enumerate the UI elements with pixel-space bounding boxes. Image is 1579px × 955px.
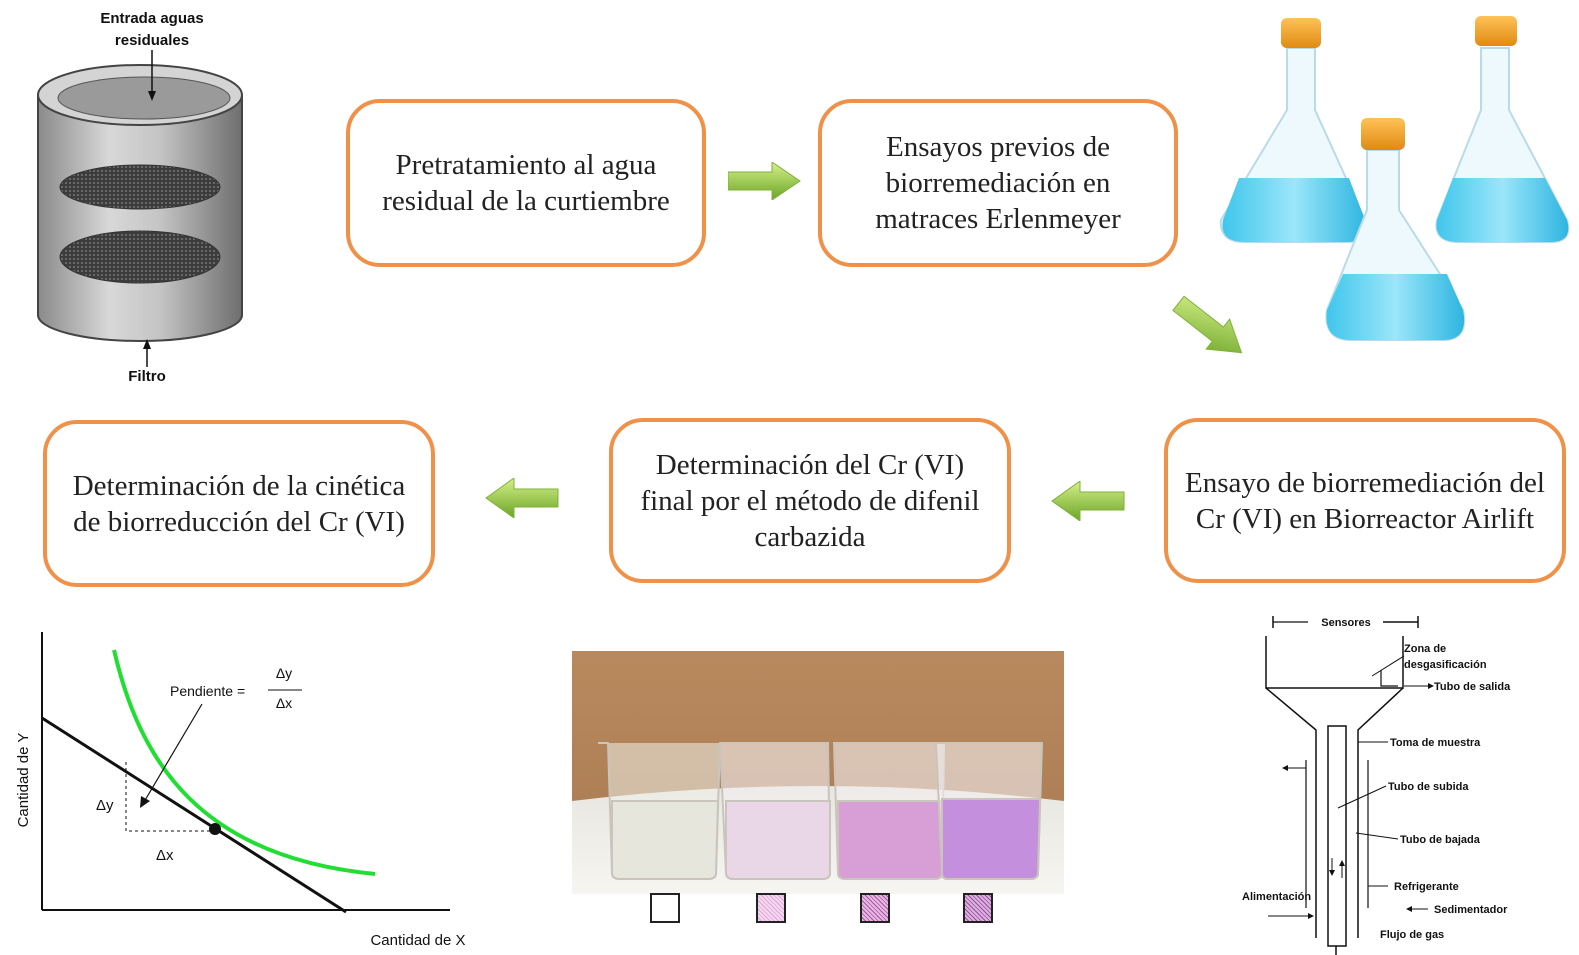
feed-label: Alimentación [1242,891,1311,903]
filter-tank-illustration: Entrada aguas residuales Filtro [37,10,243,385]
step-diphenylcarbazide-box: Determinación del Cr (VI) final por el m… [609,418,1011,583]
indifference-curve [112,649,376,876]
arrow-right-icon [728,162,801,200]
delta-x-label: Δx [156,847,174,864]
tangent-line [41,716,347,914]
filter-label: Filtro [128,368,166,385]
airlift-reactor-diagram: Sensores Tubo de salida Zona de desgasif… [1242,616,1511,955]
arrow-left-icon [1051,481,1125,521]
coolant-label: Refrigerante [1394,881,1459,893]
filter-inlet-label-1: Entrada aguas [100,10,203,27]
step-diphenylcarbazide-text: Determinación del Cr (VI) final por el m… [640,448,980,553]
color-swatch-3 [860,893,890,923]
zone-label-2: desgasificación [1404,659,1487,671]
color-swatch-4 [963,893,993,923]
sensors-label: Sensores [1321,617,1371,629]
delta-y-label: Δy [96,797,114,814]
step-kinetics-box: Determinación de la cinética de biorredu… [43,420,435,587]
slope-label: Pendiente = [170,683,245,699]
settler-label: Sedimentador [1434,904,1508,916]
arrow-diagonal-icon [1172,295,1243,354]
step-erlenmeyer-box: Ensayos previos de biorremediación en ma… [818,99,1178,267]
sample-label: Toma de muestra [1390,737,1481,749]
step-pretreatment-box: Pretratamiento al agua residual de la cu… [346,99,706,267]
color-swatch-1 [650,893,680,923]
step-kinetics-text: Determinación de la cinética de biorredu… [72,469,406,538]
y-axis-label: Cantidad de Y [15,733,32,828]
riser-label: Tubo de subida [1388,781,1469,793]
erlenmeyer-flasks-illustration [1219,16,1570,341]
step-airlift-box: Ensayo de biorremediación del Cr (VI) en… [1164,418,1566,583]
x-axis-label: Cantidad de X [370,932,465,949]
color-swatch-2 [756,893,786,923]
arrow-left-icon [485,478,559,518]
step-pretreatment-text: Pretratamiento al agua residual de la cu… [382,149,670,217]
zone-label-1: Zona de [1404,643,1446,655]
step-airlift-text: Ensayo de biorremediación del Cr (VI) en… [1185,466,1545,535]
slope-graph: Cantidad de Y Cantidad de X Δy Δx Pendie… [15,632,466,949]
gas-label: Flujo de gas [1380,929,1444,941]
beakers-photo [572,651,1064,894]
tangent-point [209,823,221,835]
downcomer-label: Tubo de bajada [1400,834,1481,846]
filter-inlet-label-2: residuales [115,32,189,49]
step-erlenmeyer-text: Ensayos previos de biorremediación en ma… [875,131,1121,235]
slope-dx: Δx [276,695,292,711]
slope-dy: Δy [276,665,292,681]
outlet-label: Tubo de salida [1434,681,1511,693]
